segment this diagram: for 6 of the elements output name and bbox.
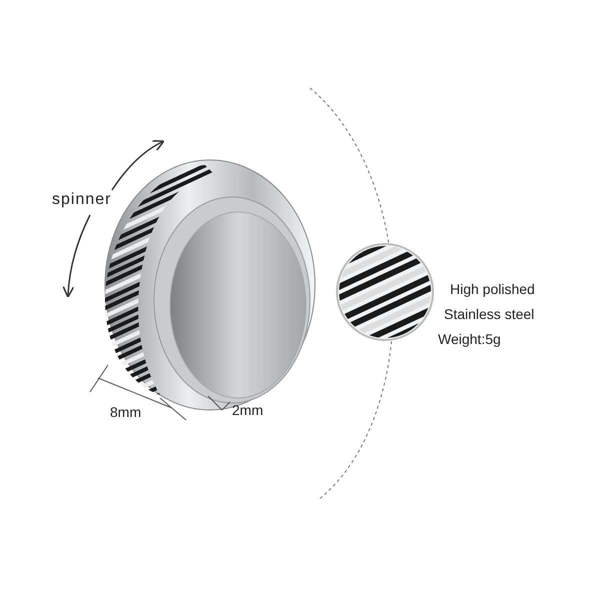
dimension-label: 2mm [232,402,264,418]
spec-text: High polished [450,281,535,297]
spec-text: Weight:5g [438,331,501,347]
motion-label: spinner [52,192,112,208]
spec-text: Stainless steel [444,306,534,322]
dimension-label: 8mm [110,404,142,420]
